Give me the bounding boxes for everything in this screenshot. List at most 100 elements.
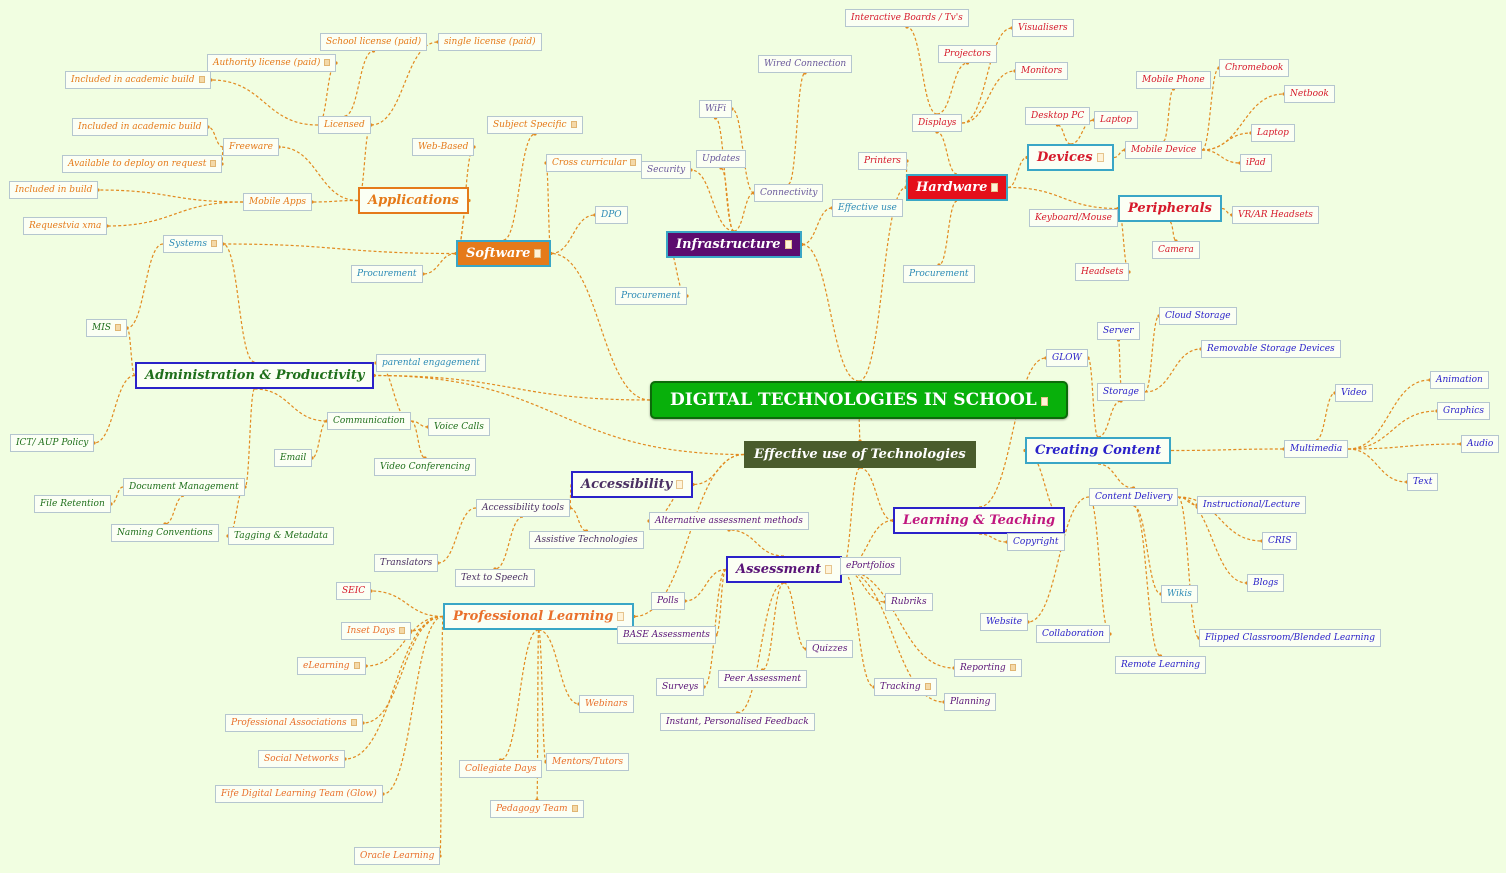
note-icon[interactable] [630, 159, 637, 166]
node-updates[interactable]: Updates [696, 150, 747, 168]
node-keyboard[interactable]: Keyboard/Mouse [1029, 209, 1118, 227]
node-ict-aup[interactable]: ICT/ AUP Policy [10, 434, 95, 452]
node-laptop2[interactable]: Laptop [1251, 124, 1295, 142]
node-instructional[interactable]: Instructional/Lecture [1197, 496, 1307, 514]
node-inset[interactable]: Inset Days [341, 622, 412, 640]
node-webinars[interactable]: Webinars [579, 695, 634, 713]
node-headsets[interactable]: Headsets [1075, 263, 1130, 281]
note-icon[interactable] [210, 240, 217, 247]
node-cloud[interactable]: Cloud Storage [1159, 307, 1237, 325]
node-file-retention[interactable]: File Retention [34, 495, 111, 513]
node-hardware[interactable]: Hardware [906, 174, 1009, 201]
node-elearning[interactable]: eLearning [297, 657, 366, 675]
node-laptop1[interactable]: Laptop [1094, 111, 1138, 129]
node-netbook[interactable]: Netbook [1284, 85, 1335, 103]
node-voice-calls[interactable]: Voice Calls [428, 418, 490, 436]
node-vr-ar[interactable]: VR/AR Headsets [1232, 206, 1319, 224]
node-hw-procurement[interactable]: Procurement [903, 265, 975, 283]
node-admin[interactable]: Administration & Productivity [135, 362, 375, 389]
node-pedagogy[interactable]: Pedagogy Team [490, 800, 584, 818]
node-content-delivery[interactable]: Content Delivery [1089, 488, 1179, 506]
node-mis[interactable]: MIS [86, 319, 127, 337]
node-displays[interactable]: Displays [912, 114, 963, 132]
node-wired[interactable]: Wired Connection [758, 55, 853, 73]
node-desktop-pc[interactable]: Desktop PC [1025, 107, 1091, 125]
node-reporting[interactable]: Reporting [954, 659, 1022, 677]
node-instant[interactable]: Instant, Personalised Feedback [660, 713, 815, 731]
node-wikis[interactable]: Wikis [1161, 585, 1198, 603]
node-collegiate[interactable]: Collegiate Days [459, 760, 543, 778]
node-surveys[interactable]: Surveys [656, 678, 705, 696]
node-cross-curricular[interactable]: Cross curricular [546, 154, 643, 172]
node-prof-assoc[interactable]: Professional Associations [225, 714, 363, 732]
node-visualisers[interactable]: Visualisers [1012, 19, 1074, 37]
node-mobile-device[interactable]: Mobile Device [1125, 141, 1203, 159]
node-ipad[interactable]: iPad [1240, 154, 1272, 172]
note-icon[interactable] [353, 662, 360, 669]
node-flipped[interactable]: Flipped Classroom/Blended Learning [1199, 629, 1382, 647]
node-freeware[interactable]: Freeware [223, 138, 279, 156]
note-icon[interactable] [676, 480, 684, 489]
note-icon[interactable] [991, 183, 999, 192]
node-single-license[interactable]: single license (paid) [438, 33, 542, 51]
node-web-based[interactable]: Web-Based [412, 138, 475, 156]
note-icon[interactable] [1009, 664, 1016, 671]
node-server[interactable]: Server [1097, 322, 1140, 340]
note-icon[interactable] [399, 627, 406, 634]
node-dpo[interactable]: DPO [595, 206, 628, 224]
node-incl-academic-1[interactable]: Included in academic build [65, 71, 211, 89]
node-eportfolios[interactable]: ePortfolios [840, 557, 901, 575]
node-root[interactable]: DIGITAL TECHNOLOGIES IN SCHOOL [650, 381, 1068, 419]
note-icon[interactable] [571, 805, 578, 812]
node-prof-learning[interactable]: Professional Learning [443, 603, 635, 630]
node-removable[interactable]: Removable Storage Devices [1201, 340, 1341, 358]
node-incl-build[interactable]: Included in build [9, 181, 99, 199]
node-incl-academic-2[interactable]: Included in academic build [72, 118, 208, 136]
node-planning[interactable]: Planning [944, 693, 997, 711]
node-monitors[interactable]: Monitors [1015, 62, 1069, 80]
node-infra-procurement[interactable]: Procurement [615, 287, 687, 305]
node-authority-license[interactable]: Authority license (paid) [207, 54, 337, 72]
node-fife[interactable]: Fife Digital Learning Team (Glow) [215, 785, 383, 803]
note-icon[interactable] [114, 324, 121, 331]
node-video[interactable]: Video [1335, 384, 1373, 402]
node-cris[interactable]: CRIS [1262, 532, 1298, 550]
node-peripherals[interactable]: Peripherals [1118, 195, 1222, 222]
note-icon[interactable] [924, 683, 931, 690]
node-chromebook[interactable]: Chromebook [1219, 59, 1290, 77]
node-base[interactable]: BASE Assessments [617, 626, 716, 644]
node-mentors[interactable]: Mentors/Tutors [546, 753, 630, 771]
note-icon[interactable] [617, 612, 625, 621]
node-rubriks[interactable]: Rubriks [885, 593, 933, 611]
node-text[interactable]: Text [1407, 473, 1439, 491]
node-mobile-apps[interactable]: Mobile Apps [243, 193, 312, 211]
node-quizzes[interactable]: Quizzes [806, 640, 854, 658]
node-effective-use-small[interactable]: Effective use [832, 199, 903, 217]
node-audio[interactable]: Audio [1461, 435, 1500, 453]
note-icon[interactable] [324, 59, 331, 66]
node-doc-mgmt[interactable]: Document Management [123, 478, 245, 496]
node-email[interactable]: Email [274, 449, 313, 467]
note-icon[interactable] [350, 719, 357, 726]
node-peer[interactable]: Peer Assessment [718, 670, 808, 688]
node-glow[interactable]: GLOW [1046, 349, 1088, 367]
node-animation[interactable]: Animation [1430, 371, 1489, 389]
node-blogs[interactable]: Blogs [1247, 574, 1285, 592]
note-icon[interactable] [825, 565, 833, 574]
node-polls[interactable]: Polls [651, 592, 685, 610]
node-copyright[interactable]: Copyright [1007, 533, 1065, 551]
node-mobile-phone[interactable]: Mobile Phone [1136, 71, 1211, 89]
node-systems[interactable]: Systems [163, 235, 223, 253]
node-website[interactable]: Website [980, 613, 1029, 631]
node-applications[interactable]: Applications [358, 187, 469, 214]
node-security[interactable]: Security [641, 161, 692, 179]
node-effective-use[interactable]: Effective use of Technologies [744, 441, 976, 468]
node-projectors[interactable]: Projectors [938, 45, 997, 63]
node-collaboration[interactable]: Collaboration [1036, 625, 1110, 643]
note-icon[interactable] [198, 76, 205, 83]
node-oracle[interactable]: Oracle Learning [354, 847, 441, 865]
node-tagging[interactable]: Tagging & Metadata [228, 527, 334, 545]
node-school-license[interactable]: School license (paid) [320, 33, 428, 51]
node-software[interactable]: Software [456, 240, 552, 267]
node-assessment[interactable]: Assessment [726, 556, 843, 583]
